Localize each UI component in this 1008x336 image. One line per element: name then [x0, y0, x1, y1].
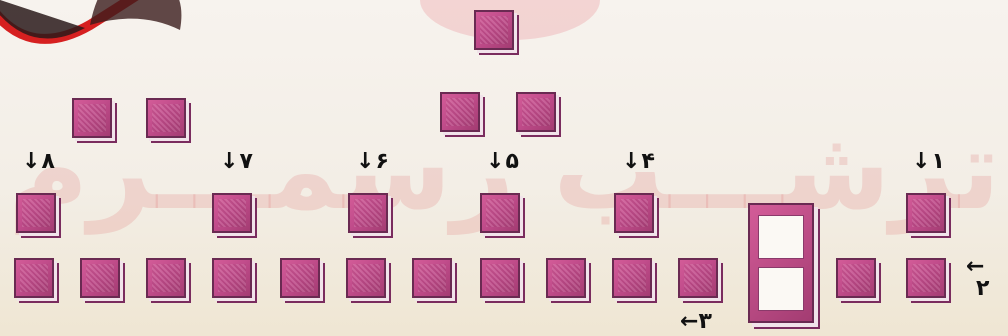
label-3: ←۳ — [680, 310, 712, 334]
label-6: ↓۶ — [356, 150, 389, 174]
box-row2-5 — [280, 258, 320, 298]
label-4: ↓۴ — [622, 150, 655, 174]
box-row2-8 — [480, 258, 520, 298]
label-8-number: ۸ — [41, 149, 54, 174]
box-row1-col8 — [16, 193, 56, 233]
box-row1-col5 — [480, 193, 520, 233]
box-row2-11 — [678, 258, 718, 298]
box-top — [474, 10, 514, 50]
label-7: ↓۷ — [220, 150, 253, 174]
box-row2-2 — [80, 258, 120, 298]
box-row1-col1 — [906, 193, 946, 233]
empty-cell-bottom — [758, 267, 804, 311]
box-tier2-c — [72, 98, 112, 138]
tall-two-cell-frame — [748, 203, 814, 323]
label-1: ↓۱ — [912, 150, 945, 174]
down-arrow-icon: ↓ — [220, 150, 238, 174]
box-row1-col7 — [212, 193, 252, 233]
down-arrow-icon: ↓ — [622, 150, 640, 174]
label-5-number: ۵ — [505, 149, 518, 174]
box-row2-7 — [412, 258, 452, 298]
box-tier2-a — [440, 92, 480, 132]
down-arrow-icon: ↓ — [486, 150, 504, 174]
label-4-number: ۴ — [641, 149, 654, 174]
box-row2-4 — [212, 258, 252, 298]
down-arrow-icon: ↓ — [912, 150, 930, 174]
glasses-illustration — [0, 0, 220, 70]
label-5: ↓۵ — [486, 150, 519, 174]
box-row2-9 — [546, 258, 586, 298]
box-row2-6 — [346, 258, 386, 298]
box-row1-col4 — [614, 193, 654, 233]
box-row2-13 — [906, 258, 946, 298]
label-2-number: ۲ — [966, 278, 989, 300]
box-row2-12 — [836, 258, 876, 298]
down-arrow-icon: ↓ — [356, 150, 374, 174]
box-row2-1 — [14, 258, 54, 298]
box-tier2-d — [146, 98, 186, 138]
box-row1-col6 — [348, 193, 388, 233]
label-2: ← ۲ — [966, 256, 989, 300]
empty-cell-top — [758, 215, 804, 259]
left-arrow-icon: ← — [680, 309, 698, 334]
label-8: ↓۸ — [22, 150, 55, 174]
left-arrow-icon: ← — [966, 256, 989, 278]
box-row2-10 — [612, 258, 652, 298]
down-arrow-icon: ↓ — [22, 150, 40, 174]
label-7-number: ۷ — [239, 149, 252, 174]
box-row2-3 — [146, 258, 186, 298]
label-3-number: ۳ — [698, 309, 711, 334]
label-1-number: ۱ — [931, 149, 944, 174]
box-tier2-b — [516, 92, 556, 132]
label-6-number: ۶ — [375, 149, 388, 174]
